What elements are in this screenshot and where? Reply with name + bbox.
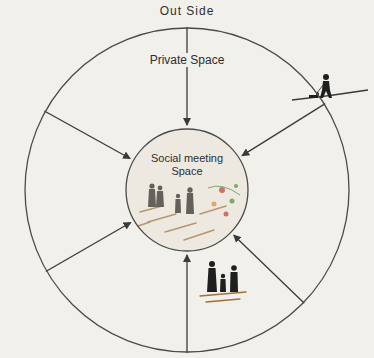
inward-arrow (44, 111, 130, 159)
social-space-circle: Social meeting Space (125, 128, 249, 252)
inward-arrow (186, 255, 187, 353)
inward-arrow (46, 223, 131, 272)
inward-arrow (186, 27, 187, 125)
inward-arrow (242, 104, 325, 156)
walker-figure (309, 74, 332, 98)
family-figures (207, 261, 238, 292)
ground-strokes (200, 292, 246, 302)
node-text: Social meeting Space (132, 152, 242, 178)
private-space-circle: Private SpaceSocial meeting Space (24, 27, 350, 353)
inward-arrow (234, 235, 304, 303)
outside-label: Out Side (160, 4, 215, 18)
leash-line (317, 85, 323, 93)
circle-outline (125, 128, 249, 252)
node-text: Private Space (147, 53, 228, 67)
